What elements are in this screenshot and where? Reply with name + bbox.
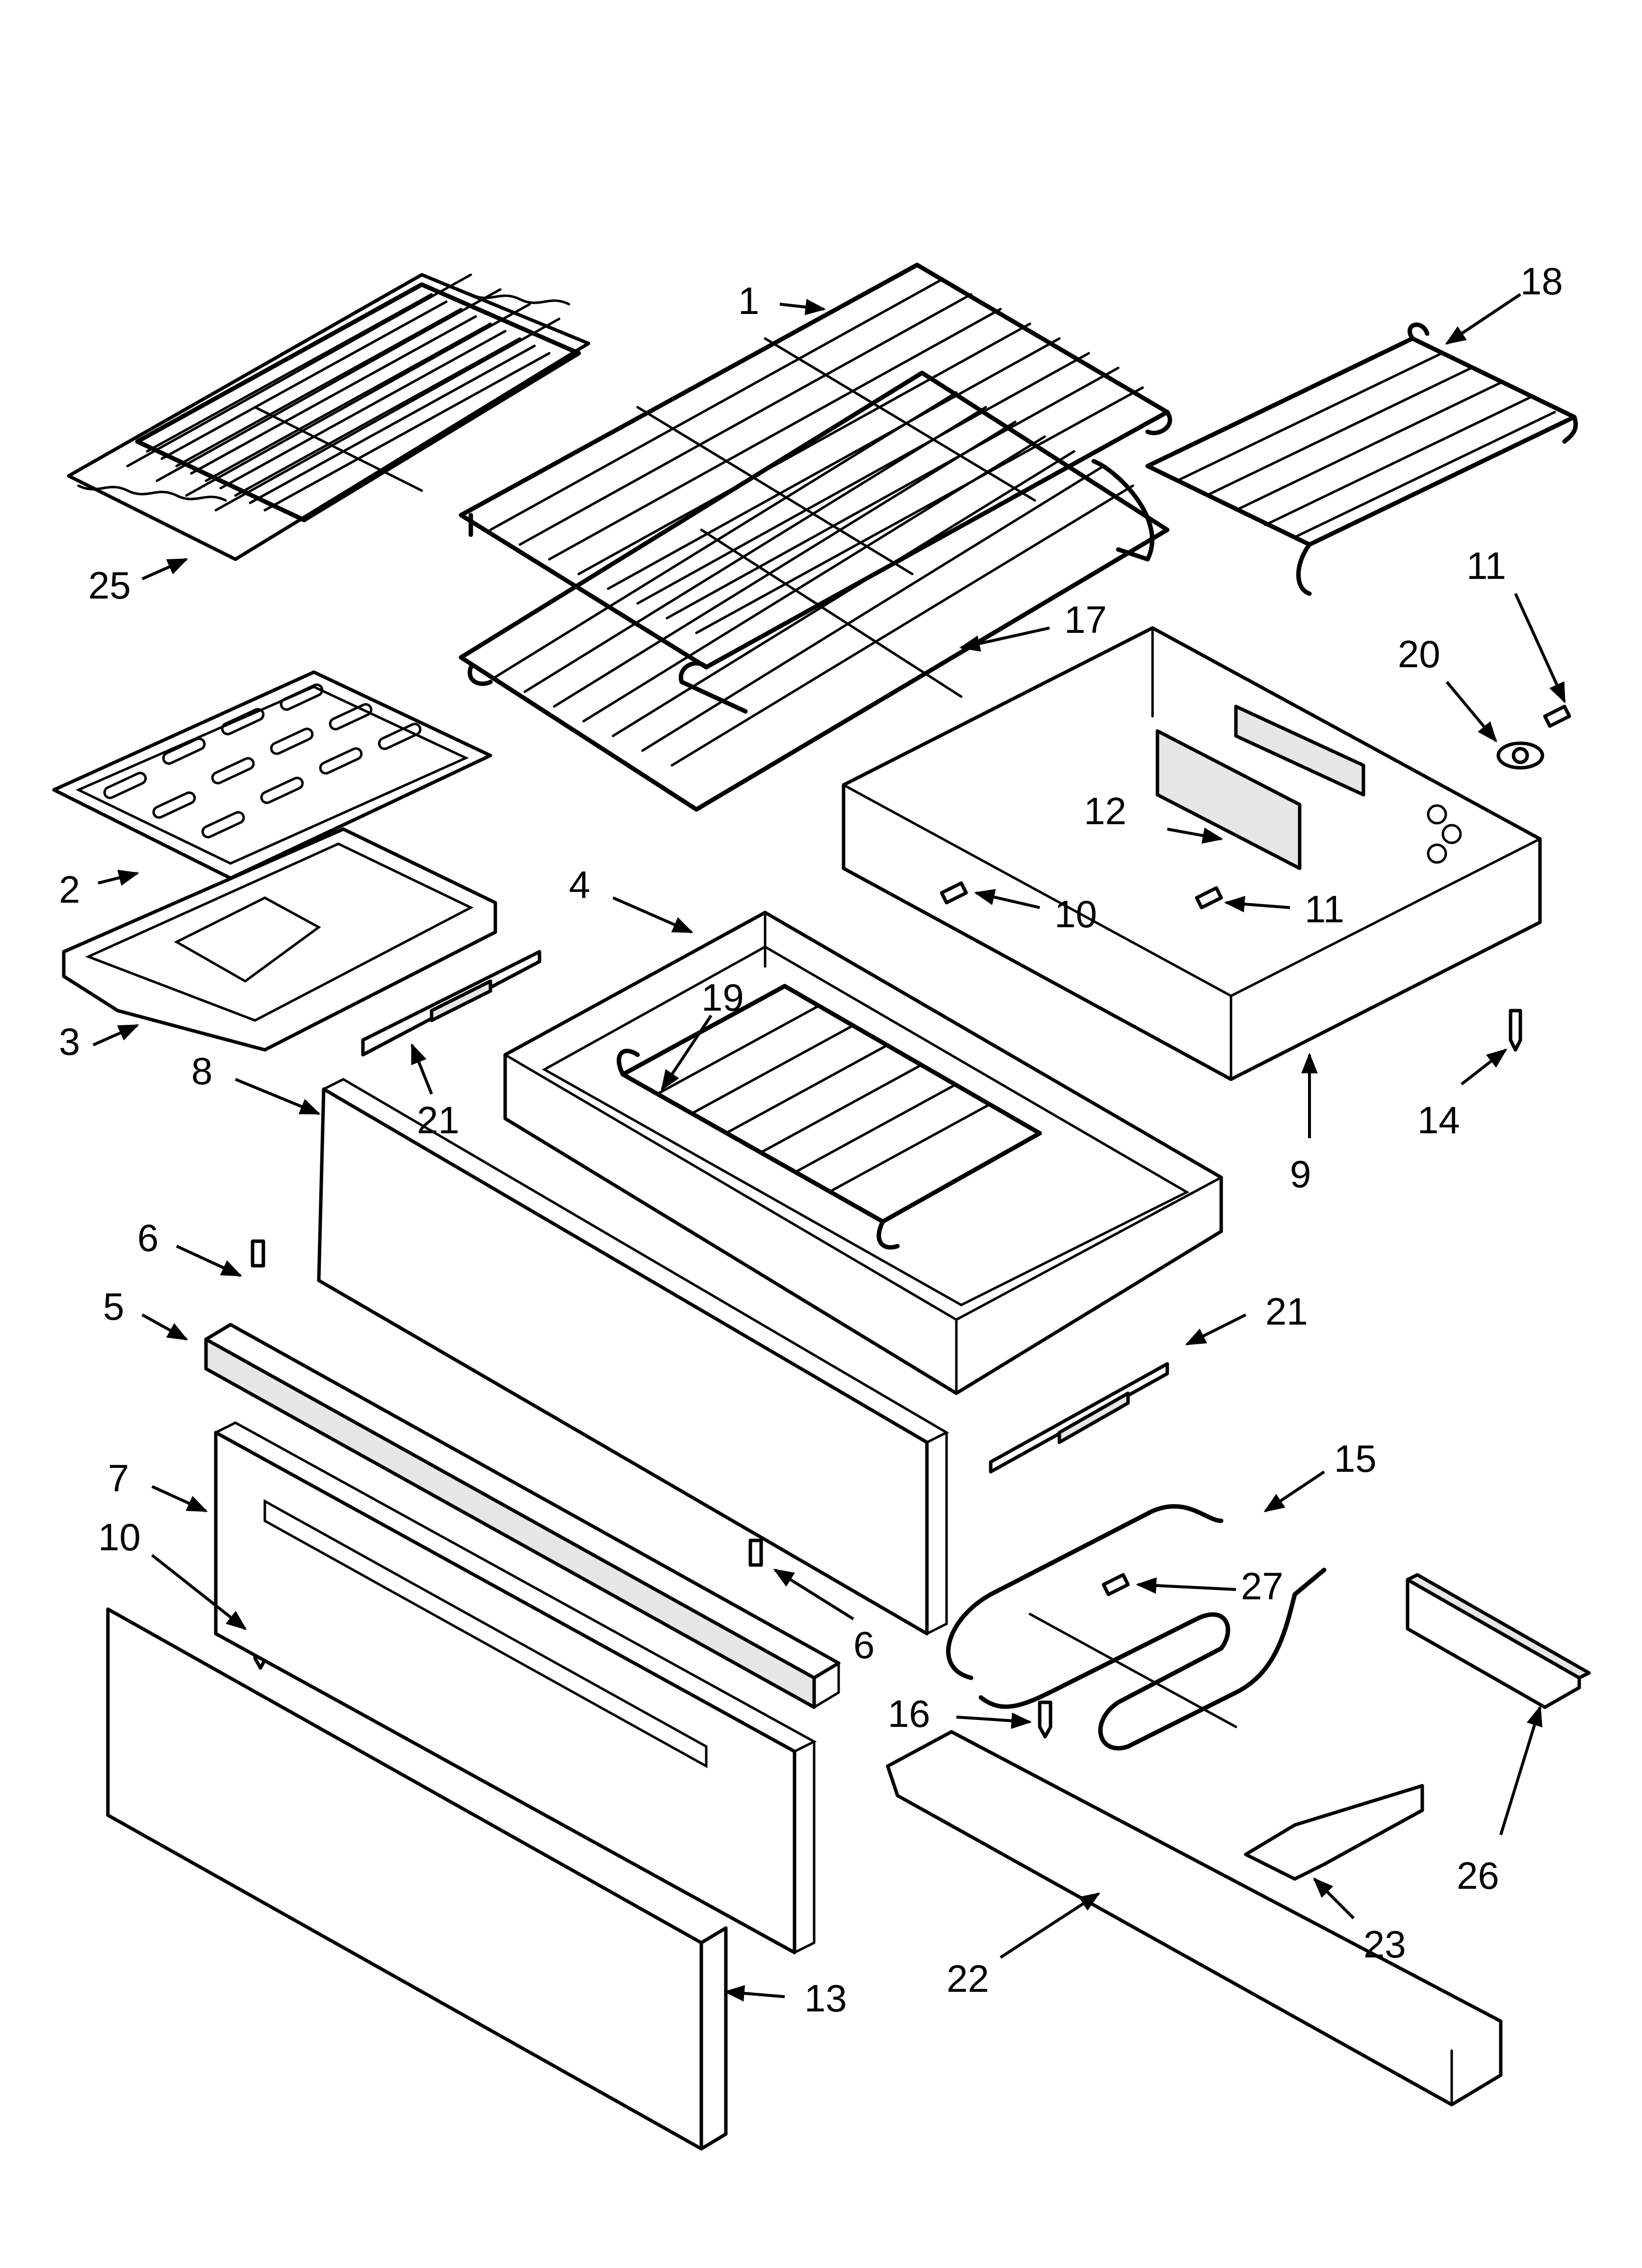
part-21-slide-rail-right <box>989 1362 1169 1474</box>
part-25-rack <box>67 273 590 561</box>
callout-13: 13 <box>804 1977 847 2020</box>
callout-2: 2 <box>59 868 80 911</box>
part-9-broiler-box <box>842 626 1542 1081</box>
part-22-kick-panel <box>886 1730 1503 2107</box>
leader-lines <box>92 293 1566 2002</box>
callout-6-left: 6 <box>137 1216 158 1259</box>
part-26-rear-bracket <box>1406 1573 1591 1709</box>
part-17-oven-rack <box>459 370 1170 812</box>
callout-21-right: 21 <box>1265 1290 1308 1333</box>
callout-26: 26 <box>1457 1854 1499 1897</box>
part-6-screw-right <box>748 1538 763 1567</box>
callout-25: 25 <box>88 564 131 607</box>
part-10-screw-box <box>940 881 968 905</box>
part-20-thermostat <box>1496 741 1544 770</box>
callout-5: 5 <box>103 1285 124 1328</box>
part-12-heat-shield <box>1155 729 1302 870</box>
callout-23: 23 <box>1363 1923 1406 1966</box>
callout-15: 15 <box>1334 1437 1377 1480</box>
part-8-drawer-panel <box>317 1078 949 1636</box>
part-18-half-rack <box>1145 322 1578 596</box>
callout-10-box: 10 <box>1054 892 1097 936</box>
part-4-drawer-body <box>503 911 1223 1395</box>
part-14-screw <box>1509 1009 1522 1052</box>
callout-11-upper: 11 <box>1466 544 1506 587</box>
callout-27: 27 <box>1241 1564 1283 1608</box>
part-19-drawer-rack <box>616 984 1042 1250</box>
callout-10-front: 10 <box>98 1515 141 1559</box>
callout-20: 20 <box>1398 632 1440 676</box>
callout-numbers: 1 18 25 17 11 20 12 10 11 4 2 3 19 21 8 … <box>59 260 1563 2020</box>
part-2-broiler-grid <box>52 670 492 880</box>
callout-21-left: 21 <box>417 1098 460 1142</box>
part-6-screw-left <box>251 1239 265 1268</box>
callout-1: 1 <box>738 279 759 322</box>
callout-14: 14 <box>1417 1098 1460 1142</box>
part-27-screw <box>1102 1573 1130 1596</box>
callout-11-box: 11 <box>1305 887 1344 931</box>
callout-9: 9 <box>1290 1152 1311 1196</box>
part-11-screw-upper <box>1543 704 1571 728</box>
part-7-inner-door <box>214 1421 817 1955</box>
part-5-top-trim <box>204 1323 841 1709</box>
callout-18: 18 <box>1520 260 1563 303</box>
callout-3: 3 <box>59 1020 80 1063</box>
callout-6-right: 6 <box>853 1623 874 1667</box>
part-3-broiler-pan <box>62 827 497 1052</box>
callout-22: 22 <box>947 1957 989 2000</box>
callout-19: 19 <box>701 976 744 1019</box>
part-13-drawer-front <box>106 1607 728 2151</box>
callout-12: 12 <box>1084 789 1127 833</box>
callout-4: 4 <box>569 863 590 906</box>
callout-8: 8 <box>191 1049 212 1093</box>
part-21-slide-rail-left <box>361 950 541 1057</box>
callout-17: 17 <box>1064 598 1107 641</box>
callout-7: 7 <box>108 1457 129 1500</box>
part-15-broil-element <box>946 1504 1327 1750</box>
part-16-screw <box>1038 1700 1052 1739</box>
part-23-clip <box>1244 1784 1424 1881</box>
part-11-screw-box <box>1195 886 1223 910</box>
callout-16: 16 <box>888 1692 930 1735</box>
